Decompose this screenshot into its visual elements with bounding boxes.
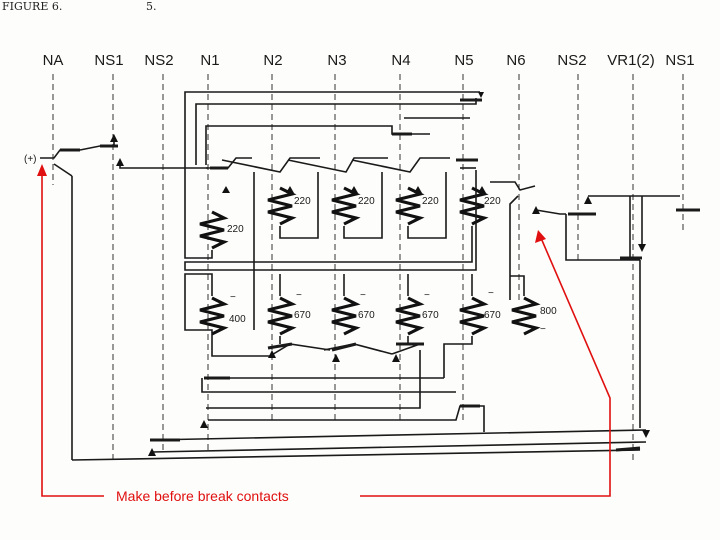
upper-resistor-bank: 220 220 220 220 220 — [184, 170, 501, 330]
lower-resistor-3 — [331, 296, 361, 336]
annotation-arrowhead-right — [535, 230, 546, 243]
lower-resistor-value-4: 670 — [422, 310, 439, 321]
lower-resistor-value-6: 800 — [540, 306, 557, 317]
lower-resistor-6 — [511, 296, 541, 336]
lower-bus-wires — [71, 260, 650, 461]
column-label-na: NA — [43, 52, 64, 69]
supply-contacts: (+) — [24, 134, 208, 460]
upper-resistor-value-5: 220 — [484, 196, 501, 207]
upper-resistor-5 — [459, 186, 489, 226]
annotation-leader-right — [360, 237, 611, 497]
annotation-make-before-break: Make before break contacts — [37, 164, 611, 504]
supply-label: (+) — [24, 154, 37, 165]
upper-resistor-1 — [199, 210, 229, 250]
upper-resistor-value-2: 220 — [294, 196, 311, 207]
column-label-ns2: NS2 — [144, 52, 173, 69]
relay-column-lines — [52, 74, 684, 460]
figure-title: FIGURE 6. — [2, 0, 62, 13]
minus-sign: − — [540, 324, 546, 335]
column-label-n5: N5 — [454, 52, 473, 69]
lower-resistor-5 — [459, 296, 489, 336]
annotation-text: Make before break contacts — [116, 488, 289, 504]
minus-sign: − — [296, 290, 302, 301]
page-mark: 5. — [146, 0, 157, 13]
contact-chain-lower — [211, 336, 473, 378]
upper-resistor-4 — [395, 186, 425, 226]
lower-resistor-value-3: 670 — [358, 310, 375, 321]
lower-resistor-2 — [267, 296, 297, 336]
minus-sign: − — [424, 290, 430, 301]
upper-resistor-value-3: 220 — [358, 196, 375, 207]
column-label-ns2-right: NS2 — [557, 52, 586, 69]
upper-resistor-3 — [331, 186, 361, 226]
column-label-n2: N2 — [263, 52, 282, 69]
column-label-ns1: NS1 — [94, 52, 123, 69]
column-label-ns1-right: NS1 — [665, 52, 694, 69]
column-label-n4: N4 — [391, 52, 410, 69]
upper-resistor-value-1: 220 — [227, 224, 244, 235]
lower-resistor-value-2: 670 — [294, 310, 311, 321]
lower-resistor-4 — [395, 296, 425, 336]
upper-resistor-2 — [267, 186, 297, 226]
column-label-vr1: VR1(2) — [607, 52, 655, 69]
right-contacts — [490, 181, 700, 300]
minus-sign: − — [488, 288, 494, 299]
lower-resistor-value-5: 670 — [484, 310, 501, 321]
annotation-leader-left — [41, 172, 104, 497]
lower-resistor-bank: 400 670 670 670 670 800 − − − − − − — [184, 273, 557, 336]
upper-resistor-value-4: 220 — [422, 196, 439, 207]
minus-sign: − — [360, 290, 366, 301]
column-label-n1: N1 — [200, 52, 219, 69]
lower-resistor-1 — [199, 296, 229, 336]
column-label-n3: N3 — [327, 52, 346, 69]
top-bus-wires — [184, 91, 484, 210]
minus-sign: − — [230, 292, 236, 303]
annotation-arrowhead-left — [37, 164, 47, 176]
column-headings: NA NS1 NS2 N1 N2 N3 N4 N5 N6 NS2 VR1(2) … — [43, 52, 695, 69]
lower-resistor-value-1: 400 — [229, 314, 246, 325]
column-label-n6: N6 — [506, 52, 525, 69]
